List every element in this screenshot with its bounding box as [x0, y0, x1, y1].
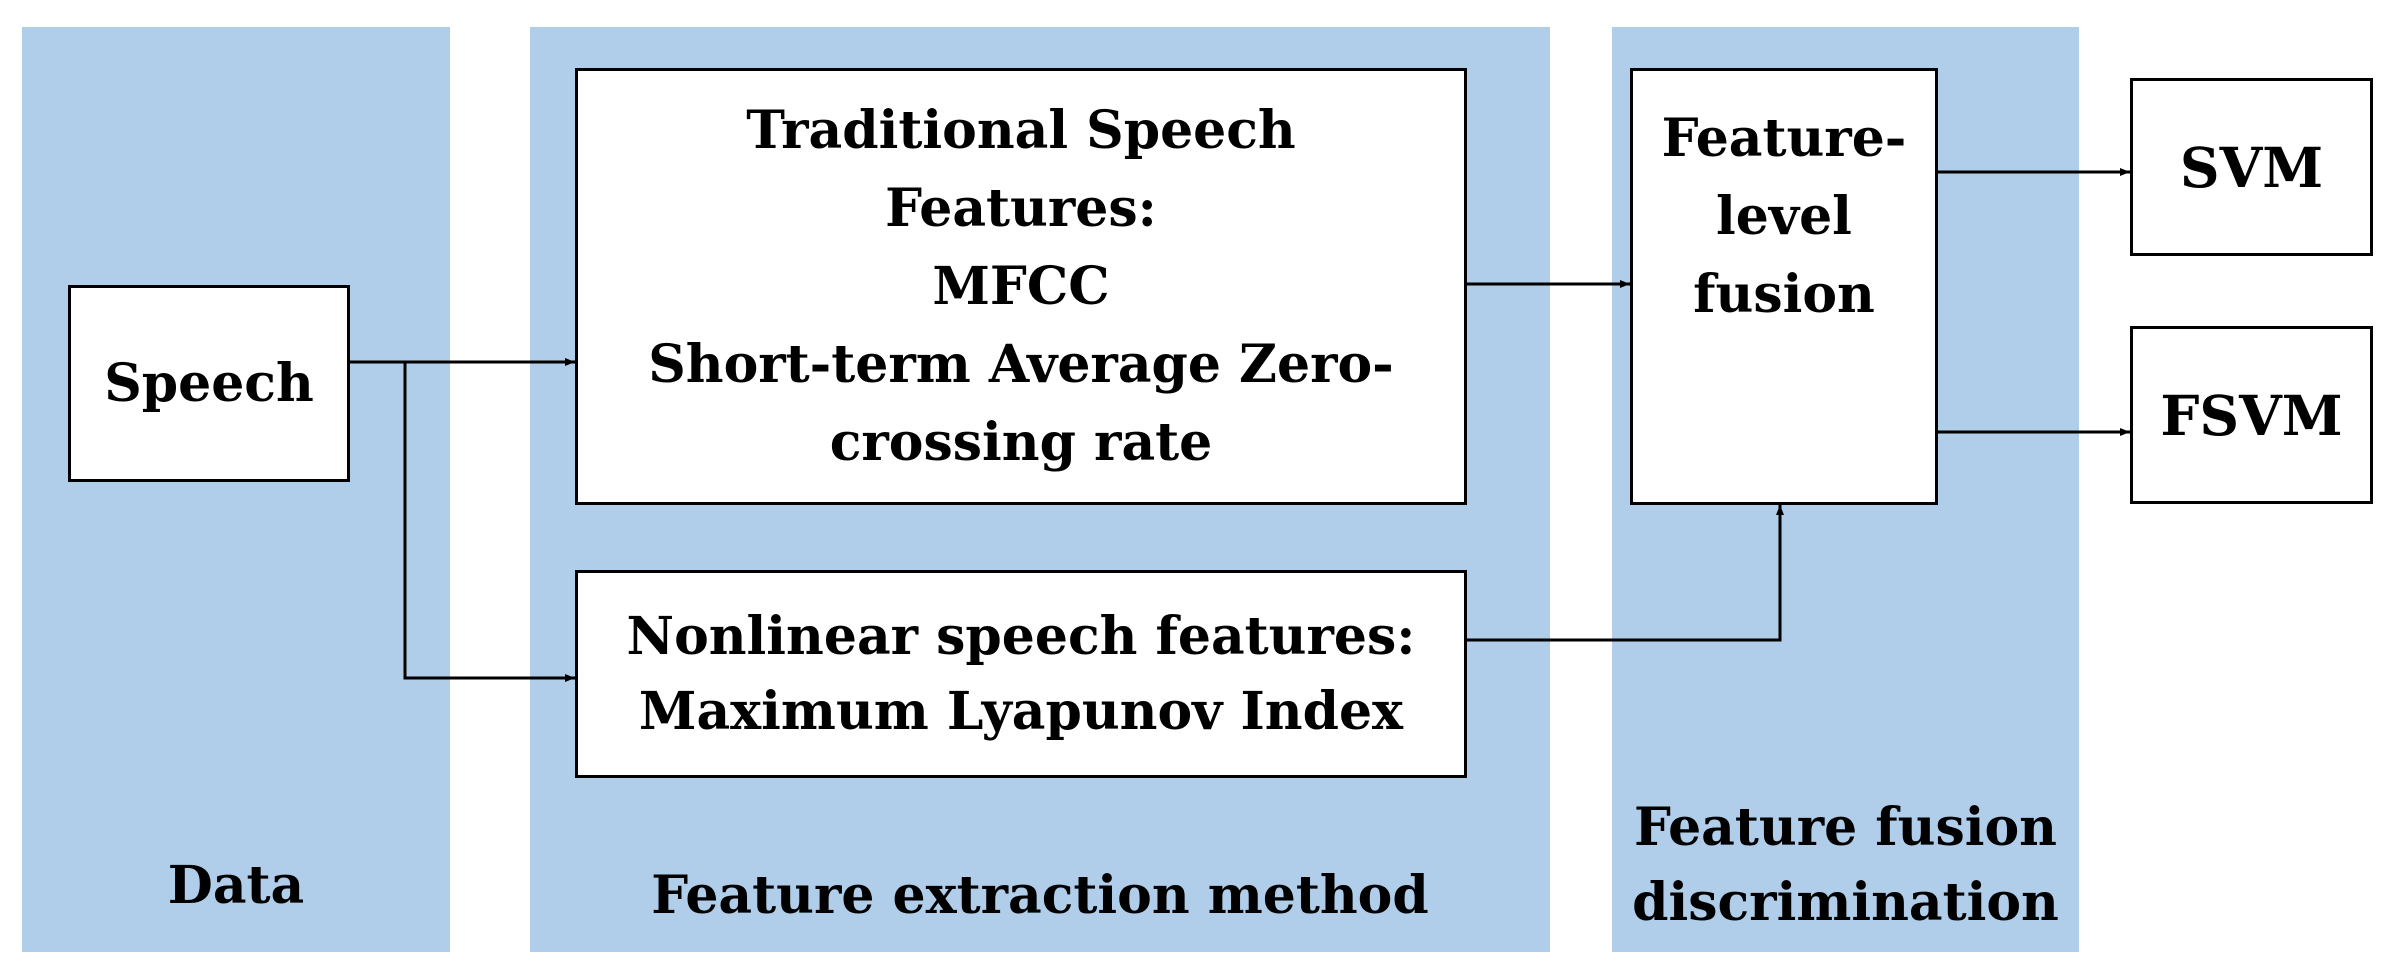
fusion-node-line: level	[1716, 185, 1852, 247]
feature-extraction-caption: Feature extraction method	[530, 865, 1550, 926]
nonlinear-to-fusion-arrow	[1467, 505, 1784, 642]
traditional-features-line: Short-term Average Zero-	[648, 333, 1394, 395]
nonlinear-features-line: Nonlinear speech features:	[626, 605, 1416, 667]
feature-fusion-caption-line: Feature fusion	[1634, 797, 2057, 858]
speech-node: Speech	[68, 285, 350, 482]
feature-level-fusion-node: Feature- level fusion	[1630, 68, 1938, 505]
data-panel	[22, 27, 450, 952]
feature-fusion-caption: Feature fusion discrimination	[1612, 790, 2079, 941]
fsvm-node-label: FSVM	[2160, 382, 2343, 448]
feature-extraction-caption-text: Feature extraction method	[651, 865, 1429, 926]
traditional-features-line: Features:	[885, 177, 1157, 239]
fusion-node-line: fusion	[1693, 263, 1875, 325]
svm-node: SVM	[2130, 78, 2373, 256]
data-panel-caption: Data	[22, 855, 450, 916]
speech-node-label: Speech	[104, 353, 314, 414]
traditional-features-line: crossing rate	[829, 411, 1213, 473]
traditional-features-line: MFCC	[932, 255, 1110, 317]
traditional-features-node: Traditional Speech Features: MFCC Short-…	[575, 68, 1467, 505]
fusion-node-line: Feature-	[1661, 107, 1907, 169]
feature-fusion-caption-line: discrimination	[1632, 872, 2059, 934]
data-caption-text: Data	[167, 855, 305, 916]
fsvm-node: FSVM	[2130, 326, 2373, 504]
traditional-features-line: Traditional Speech	[746, 99, 1296, 161]
speech-to-nonlinear-arrow	[403, 362, 575, 682]
nonlinear-features-node: Nonlinear speech features: Maximum Lyapu…	[575, 570, 1467, 778]
svm-node-label: SVM	[2179, 134, 2324, 200]
nonlinear-features-line: Maximum Lyapunov Index	[638, 681, 1404, 742]
